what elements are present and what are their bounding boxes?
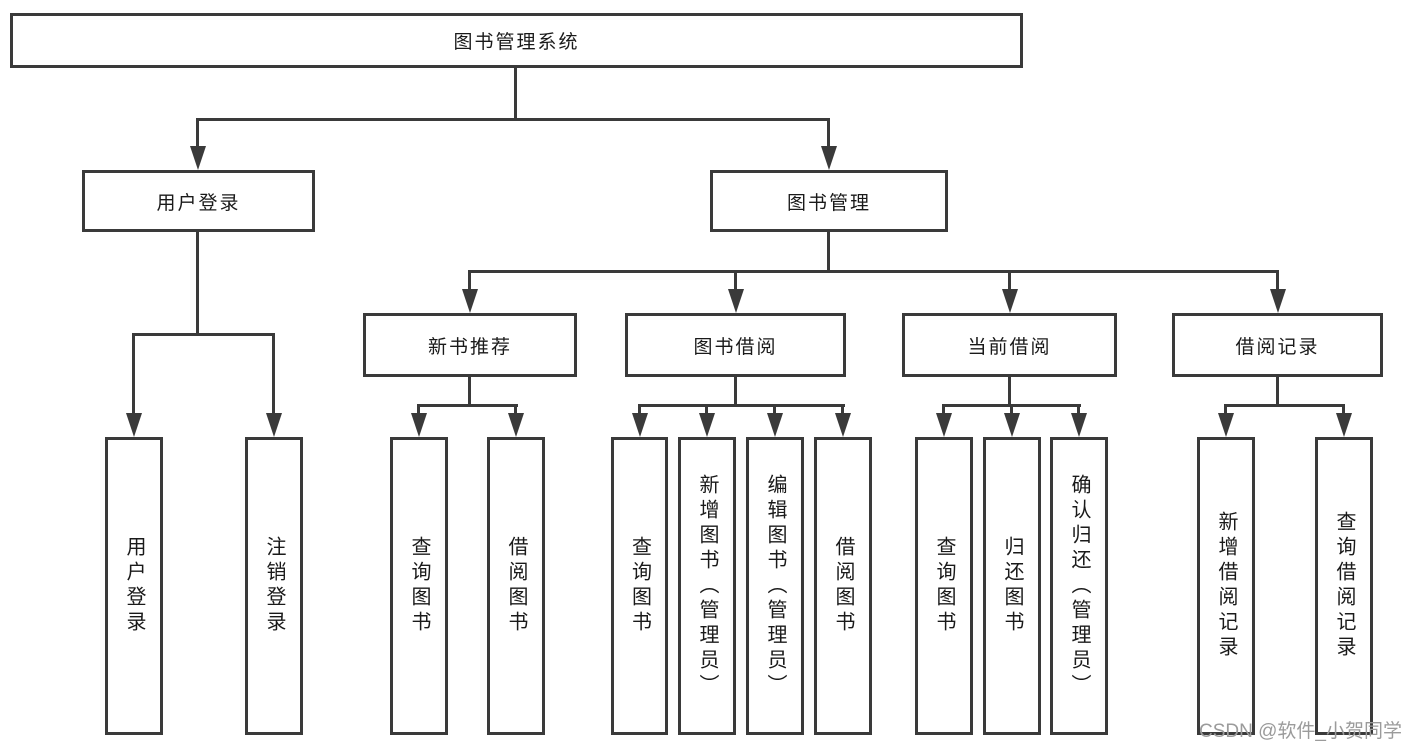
node-label: 新增图书（管理员）	[696, 473, 718, 699]
node-label: 借阅图书	[505, 536, 527, 636]
leaf-return-book: 归还图书	[983, 437, 1041, 735]
arrow-down-icon	[936, 413, 952, 437]
leaf-confirm-return-admin: 确认归还（管理员）	[1050, 437, 1108, 735]
connector-line	[1224, 406, 1227, 413]
connector-line	[942, 406, 945, 413]
arrow-down-icon	[699, 413, 715, 437]
arrow-down-icon	[632, 413, 648, 437]
csdn-watermark: CSDN @软件_小贺同学	[1199, 721, 1402, 742]
connector-line	[468, 272, 471, 289]
arrow-down-icon	[1218, 413, 1234, 437]
connector-line	[734, 377, 737, 406]
connector-line	[272, 335, 275, 413]
connector-line	[468, 377, 471, 406]
connector-line	[827, 232, 830, 272]
connector-line	[196, 120, 199, 146]
connector-line	[132, 335, 135, 413]
connector-line	[514, 68, 517, 120]
leaf-query-book-recommend: 查询图书	[390, 437, 448, 735]
connector-line	[734, 272, 737, 289]
leaf-user-login: 用户登录	[105, 437, 163, 735]
node-label: 借阅图书	[832, 536, 854, 636]
arrow-down-icon	[1004, 413, 1020, 437]
leaf-add-book-admin: 新增图书（管理员）	[678, 437, 736, 735]
node-label: 查询借阅记录	[1333, 511, 1355, 661]
arrow-down-icon	[266, 413, 282, 437]
connector-line	[841, 406, 844, 413]
node-label: 查询图书	[933, 536, 955, 636]
node-label: 编辑图书（管理员）	[764, 473, 786, 699]
arrow-down-icon	[1002, 289, 1018, 313]
connector-line	[1276, 377, 1279, 406]
node-root-library-system: 图书管理系统	[10, 13, 1023, 68]
node-book-management: 图书管理	[710, 170, 948, 232]
node-label: 确认归还（管理员）	[1068, 473, 1090, 699]
leaf-logout: 注销登录	[245, 437, 303, 735]
node-label: 新增借阅记录	[1215, 511, 1237, 661]
connector-line	[514, 406, 517, 413]
arrow-down-icon	[821, 146, 837, 170]
arrow-down-icon	[126, 413, 142, 437]
node-borrowing-records: 借阅记录	[1172, 313, 1383, 377]
arrow-down-icon	[728, 289, 744, 313]
arrow-down-icon	[1071, 413, 1087, 437]
node-book-borrowing: 图书借阅	[625, 313, 846, 377]
leaf-borrow-book: 借阅图书	[814, 437, 872, 735]
arrow-down-icon	[767, 413, 783, 437]
leaf-add-borrow-record: 新增借阅记录	[1197, 437, 1255, 735]
connector-line	[1276, 272, 1279, 289]
connector-line	[1077, 406, 1080, 413]
connector-line	[773, 406, 776, 413]
node-label: 新书推荐	[427, 336, 512, 358]
leaf-query-book-borrowing: 查询图书	[611, 437, 668, 735]
arrow-down-icon	[508, 413, 524, 437]
node-label: 当前借阅	[967, 336, 1052, 358]
node-label: 用户登录	[156, 192, 241, 214]
node-user-login: 用户登录	[82, 170, 315, 232]
node-label: 注销登录	[263, 536, 285, 636]
node-label: 查询图书	[628, 536, 651, 636]
node-current-borrowing: 当前借阅	[902, 313, 1117, 377]
connector-line	[1010, 406, 1013, 413]
leaf-query-borrow-record: 查询借阅记录	[1315, 437, 1373, 735]
node-label: 归还图书	[1001, 536, 1023, 636]
node-label: 借阅记录	[1235, 336, 1320, 358]
connector-line	[1342, 406, 1345, 413]
connector-line	[132, 333, 275, 336]
connector-line	[468, 270, 1279, 273]
connector-line	[942, 404, 1081, 407]
arrow-down-icon	[411, 413, 427, 437]
node-new-book-recommendation: 新书推荐	[363, 313, 577, 377]
connector-line	[1008, 272, 1011, 289]
arrow-down-icon	[1336, 413, 1352, 437]
connector-line	[417, 406, 420, 413]
arrow-down-icon	[462, 289, 478, 313]
arrow-down-icon	[190, 146, 206, 170]
connector-line	[1224, 404, 1345, 407]
connector-line	[827, 120, 830, 146]
leaf-borrow-book-recommend: 借阅图书	[487, 437, 545, 735]
node-label: 图书管理	[786, 192, 871, 214]
connector-line	[1008, 377, 1011, 406]
connector-line	[417, 404, 518, 407]
node-label: 图书管理系统	[453, 32, 580, 53]
node-label: 查询图书	[408, 536, 430, 636]
node-label: 图书借阅	[693, 336, 778, 358]
node-label: 用户登录	[123, 536, 145, 636]
leaf-query-book-current: 查询图书	[915, 437, 973, 735]
arrow-down-icon	[1270, 289, 1286, 313]
connector-line	[196, 118, 830, 121]
arrow-down-icon	[835, 413, 851, 437]
connector-line	[705, 406, 708, 413]
connector-line	[638, 404, 845, 407]
connector-line	[638, 406, 641, 413]
leaf-edit-book-admin: 编辑图书（管理员）	[746, 437, 804, 735]
connector-line	[196, 232, 199, 335]
